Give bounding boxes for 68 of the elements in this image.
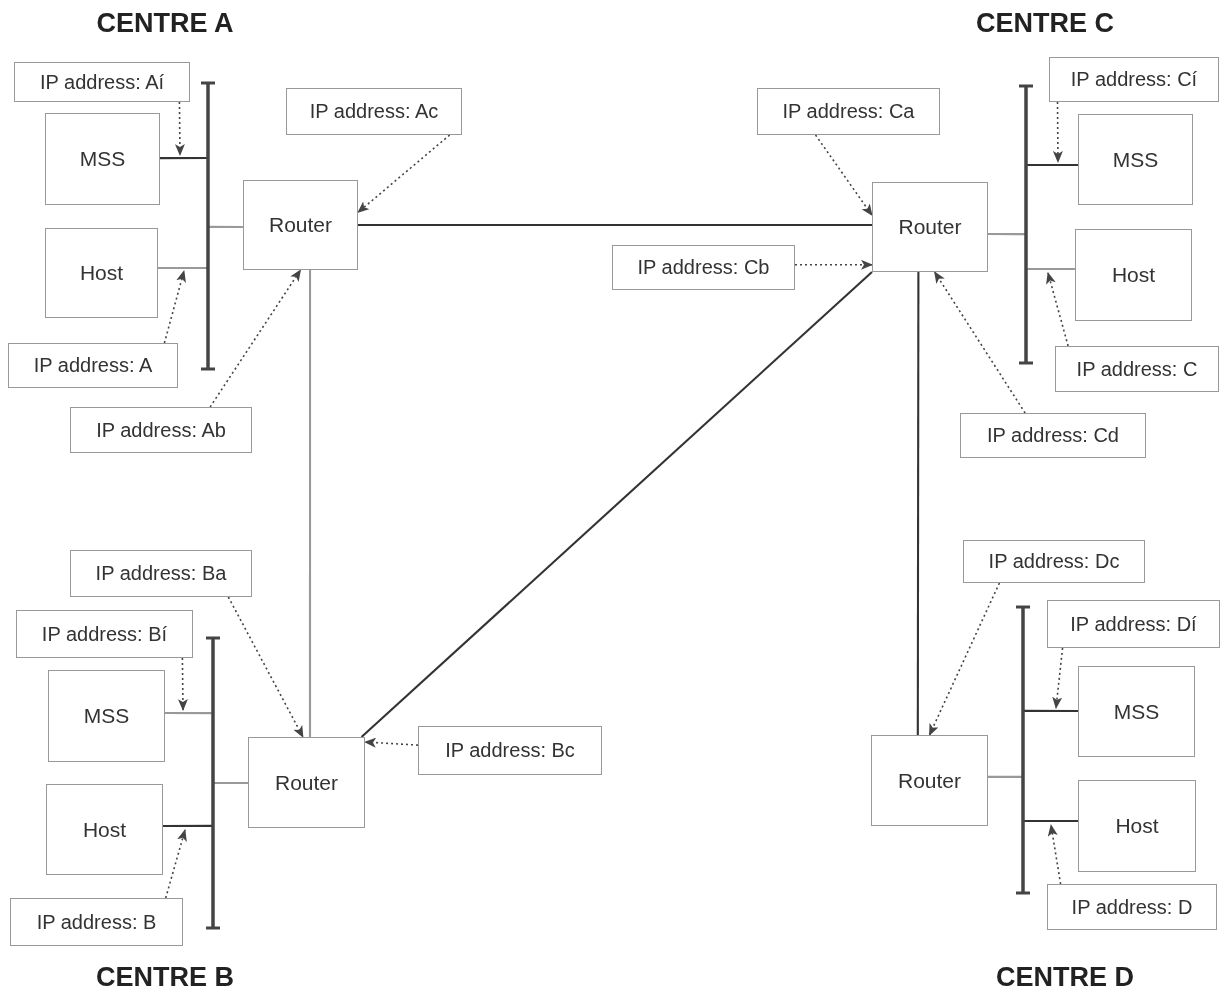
network-link: [358, 223, 872, 227]
dotted-arrow: [163, 270, 186, 344]
network-link: [988, 775, 1023, 778]
centre-title: CENTRE B: [96, 962, 234, 993]
address-label: IP address: D: [1047, 884, 1217, 930]
network-link: [163, 824, 213, 828]
network-link: [158, 266, 208, 270]
network-link: [165, 711, 213, 715]
network-link: [988, 232, 1026, 236]
address-label: IP address: C: [1055, 346, 1219, 392]
network-link: [213, 781, 248, 785]
network-link: [360, 271, 873, 738]
network-link: [1026, 163, 1078, 167]
bus-bar: [201, 80, 215, 372]
address-label: IP address: B: [10, 898, 183, 946]
device-box: Router: [872, 182, 988, 272]
device-box: MSS: [48, 670, 165, 762]
network-link: [916, 272, 920, 735]
dotted-arrow: [1047, 824, 1062, 885]
network-link: [1023, 709, 1078, 713]
device-box: Router: [871, 735, 988, 826]
network-link: [308, 270, 312, 737]
address-label: IP address: Cí: [1049, 57, 1219, 102]
address-label: IP address: Dí: [1047, 600, 1220, 648]
dotted-arrow: [933, 271, 1026, 414]
address-label: IP address: Ba: [70, 550, 252, 597]
centre-title: CENTRE C: [976, 8, 1114, 39]
address-label: IP address: A: [8, 343, 178, 388]
dotted-arrow: [227, 596, 304, 738]
dotted-arrow: [364, 737, 419, 748]
network-link: [1026, 267, 1075, 271]
device-box: MSS: [45, 113, 160, 205]
dotted-arrow: [177, 657, 188, 711]
address-label: IP address: Ac: [286, 88, 462, 135]
network-link: [1023, 819, 1078, 823]
dotted-arrow: [928, 582, 1001, 736]
device-box: MSS: [1078, 114, 1193, 205]
device-box: MSS: [1078, 666, 1195, 757]
address-label: IP address: Cd: [960, 413, 1146, 458]
address-label: IP address: Ca: [757, 88, 940, 135]
address-label: IP address: Dc: [963, 540, 1145, 583]
bus-bar: [206, 635, 220, 931]
address-label: IP address: Ab: [70, 407, 252, 453]
dotted-arrow: [814, 134, 873, 217]
centre-title: CENTRE A: [96, 8, 234, 39]
centre-title: CENTRE D: [996, 962, 1134, 993]
address-label: IP address: Bí: [16, 610, 193, 658]
dotted-arrow: [357, 134, 451, 214]
dotted-arrow: [1046, 271, 1069, 347]
address-label: IP address: Aí: [14, 62, 190, 102]
address-label: IP address: Bc: [418, 726, 602, 775]
dotted-arrow: [174, 101, 185, 157]
device-box: Router: [248, 737, 365, 828]
dotted-arrow: [794, 259, 873, 270]
dotted-arrow: [164, 829, 187, 899]
bus-bar: [1019, 83, 1033, 366]
device-box: Host: [1075, 229, 1192, 321]
network-link: [160, 156, 208, 160]
address-label: IP address: Cb: [612, 245, 795, 290]
bus-bar: [1016, 604, 1030, 896]
device-box: Host: [45, 228, 158, 318]
device-box: Router: [243, 180, 358, 270]
dotted-arrow: [1052, 647, 1064, 710]
device-box: Host: [46, 784, 163, 875]
dotted-arrow: [209, 269, 302, 408]
device-box: Host: [1078, 780, 1196, 872]
network-link: [208, 225, 243, 229]
dotted-arrow: [1052, 101, 1063, 163]
